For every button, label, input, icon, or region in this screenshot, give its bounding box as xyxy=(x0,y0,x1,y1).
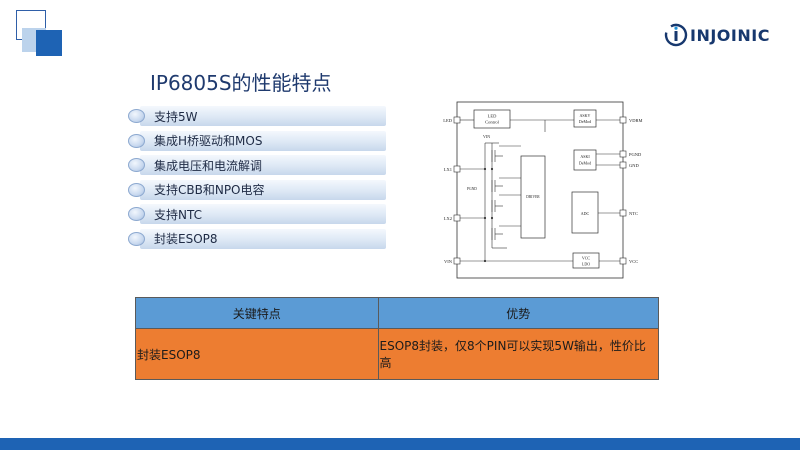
page-title: IP6805S的性能特点 xyxy=(150,71,332,95)
company-logo: INJOINIC xyxy=(664,22,770,48)
led-control-label-2: Control xyxy=(485,120,500,125)
pin-pgnd-box xyxy=(619,150,627,158)
list-item: 支持5W xyxy=(128,106,386,126)
feature-bar xyxy=(140,106,386,126)
askv-label-1: ASKV xyxy=(580,113,591,118)
chip-outline xyxy=(456,101,624,279)
right-pin-labels: VDRM PGND GND NTC VCC xyxy=(629,118,643,264)
bullet-icon xyxy=(128,109,145,123)
askv-label-2: DeMod xyxy=(579,119,591,124)
list-item: 集成H桥驱动和MOS xyxy=(128,130,386,151)
driver-label: DRIVER xyxy=(526,195,540,199)
feature-bar xyxy=(140,228,386,249)
driver-block xyxy=(520,155,546,239)
junction-dots xyxy=(483,167,494,263)
vin-node-label: VIN xyxy=(483,134,490,139)
pin-pgnd-label: PGND xyxy=(629,152,642,157)
logo-text: INJOINIC xyxy=(690,25,770,45)
corner-square-dark xyxy=(36,30,62,56)
vcc-ldo-block xyxy=(572,252,600,269)
list-item: 封装ESOP8 xyxy=(128,228,386,249)
askv-demod-block xyxy=(573,109,597,128)
left-pin-labels: LED LX1 LX2 VIN xyxy=(443,118,452,264)
pin-lx1-box xyxy=(453,165,461,173)
pin-vcc-box xyxy=(619,257,627,265)
feature-bar xyxy=(140,179,386,200)
table-row: 封装ESOP8 ESOP8封装，仅8个PIN可以实现5W输出，性价比高 xyxy=(135,328,660,380)
feature-label: 集成H桥驱动和MOS xyxy=(154,134,263,148)
aski-demod-block xyxy=(573,149,597,171)
pin-vdrm-box xyxy=(619,116,627,124)
vcc-ldo-label-1: VCC xyxy=(582,256,591,261)
pin-gnd-box xyxy=(619,161,627,169)
led-control-block xyxy=(473,109,511,129)
features-table: 关键特点 优势 封装ESOP8 ESOP8封装，仅8个PIN可以实现5W输出，性… xyxy=(135,297,660,380)
feature-list: 支持5W 集成H桥驱动和MOS 集成电压和电流解调 支持CBB和NPO电容 支持… xyxy=(128,106,386,253)
pin-lx2-box xyxy=(453,214,461,222)
pin-ntc-label: NTC xyxy=(629,211,638,216)
feature-bar xyxy=(140,130,386,151)
adc-label: ADC xyxy=(581,211,590,216)
footer-bar xyxy=(0,438,800,450)
vcc-ldo-label-2: LDO xyxy=(582,262,590,267)
pin-ntc-box xyxy=(619,209,627,217)
pin-vin-label: VIN xyxy=(444,259,453,264)
pin-gnd-label: GND xyxy=(629,163,639,168)
h-bridge-mos xyxy=(491,150,503,240)
pin-lx2-label: LX2 xyxy=(444,216,452,221)
feature-label: 支持CBB和NPO电容 xyxy=(154,183,265,197)
table-header-cell: 关键特点 xyxy=(135,297,379,329)
aski-label-2: DeMod xyxy=(579,161,591,166)
pin-lx1-label: LX1 xyxy=(444,167,452,172)
led-control-label-1: LED xyxy=(488,114,497,119)
feature-label: 集成电压和电流解调 xyxy=(154,158,263,173)
block-diagram: LED Control ASKV DeMod ASKI DeMod DRIVER… xyxy=(443,101,643,279)
table-cell: 封装ESOP8 xyxy=(135,328,379,380)
feature-bar xyxy=(140,155,386,175)
pin-led-box xyxy=(453,116,461,124)
bullet-icon xyxy=(128,133,145,148)
pin-vdrm-label: VDRM xyxy=(629,118,643,123)
table-cell: ESOP8封装，仅8个PIN可以实现5W输出，性价比高 xyxy=(377,328,660,380)
feature-label: 支持NTC xyxy=(154,207,202,222)
adc-block xyxy=(571,191,599,234)
feature-label: 支持5W xyxy=(154,109,198,124)
list-item: 集成电压和电流解调 xyxy=(128,155,386,175)
logo-mark-icon xyxy=(664,23,688,47)
pin-vcc-label: VCC xyxy=(629,259,638,264)
feature-label: 封装ESOP8 xyxy=(154,232,218,246)
pin-vin-box xyxy=(453,257,461,265)
list-item: 支持NTC xyxy=(128,204,386,224)
feature-bar xyxy=(140,204,386,224)
pin-led-label: LED xyxy=(443,118,452,123)
bullet-icon xyxy=(128,158,145,172)
table-header-cell: 优势 xyxy=(377,297,660,329)
table-header-row: 关键特点 优势 xyxy=(135,297,660,329)
bullet-icon xyxy=(128,231,145,246)
bullet-icon xyxy=(128,182,145,197)
aski-label-1: ASKI xyxy=(580,154,590,159)
list-item: 支持CBB和NPO电容 xyxy=(128,179,386,200)
pgnd-node-label: PGND xyxy=(467,187,477,191)
bullet-icon xyxy=(128,207,145,221)
